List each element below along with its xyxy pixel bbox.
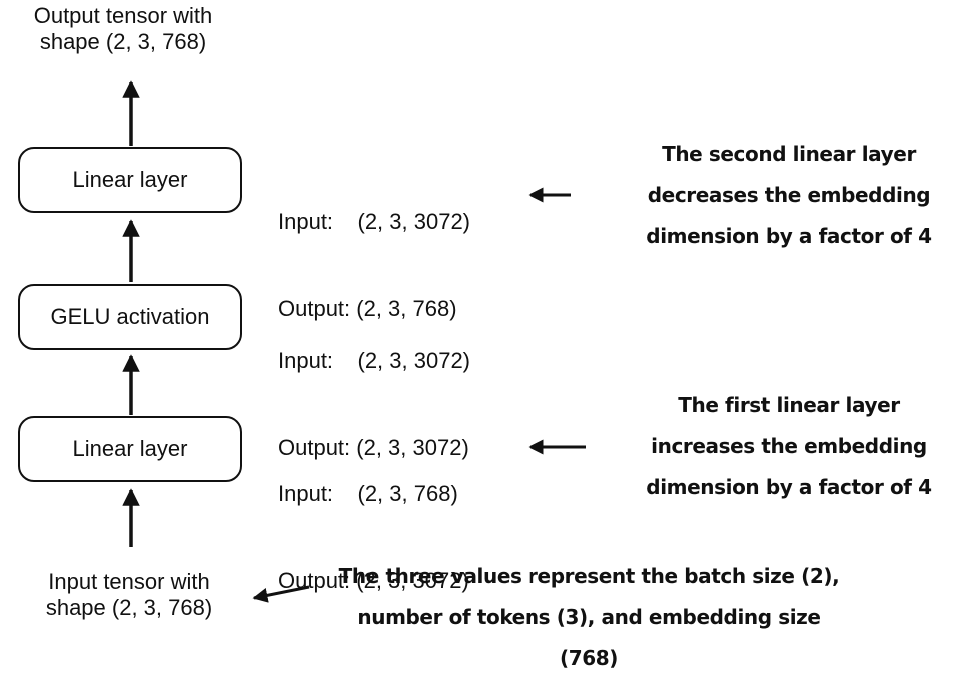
- annotation-input-values: The three values represent the batch siz…: [325, 556, 853, 677]
- linear-layer-top-box: Linear layer: [18, 147, 242, 213]
- linear-layer-top-label: Linear layer: [72, 167, 188, 192]
- linear-layer-top-shapes: Input: (2, 3, 3072) Output: (2, 3, 768): [278, 149, 470, 381]
- input-tensor-line1: Input tensor with: [48, 569, 210, 594]
- annotation-input-line3: (768): [559, 646, 619, 670]
- linear-layer-bottom-shapes: Input: (2, 3, 768) Output: (2, 3, 3072): [278, 421, 469, 653]
- linear-layer-bottom-input: Input: (2, 3, 768): [278, 481, 458, 506]
- annotation-first-linear-layer: The first linear layer increases the emb…: [630, 385, 948, 508]
- annotation-second-line2: decreases the embedding: [647, 183, 931, 207]
- gelu-output: Output: (2, 3, 3072): [278, 435, 469, 460]
- annotation-second-linear-layer: The second linear layer decreases the em…: [630, 134, 948, 257]
- annotation-second-line3: dimension by a factor of 4: [646, 224, 932, 248]
- arrow-annotation-input-values: [252, 585, 310, 603]
- annotation-first-line2: increases the embedding: [651, 434, 927, 458]
- annotation-first-line1: The first linear layer: [678, 393, 900, 417]
- annotation-first-line3: dimension by a factor of 4: [646, 475, 932, 499]
- gelu-activation-label: GELU activation: [50, 304, 210, 329]
- linear-layer-top-input: Input: (2, 3, 3072): [278, 209, 471, 234]
- linear-layer-bottom-box: Linear layer: [18, 416, 242, 482]
- annotation-second-line1: The second linear layer: [662, 142, 916, 166]
- linear-layer-top-output: Output: (2, 3, 768): [278, 296, 457, 321]
- annotation-input-line2: number of tokens (3), and embedding size: [357, 605, 821, 629]
- output-tensor-line1: Output tensor with: [33, 3, 213, 28]
- gelu-shapes: Input: (2, 3, 3072) Output: (2, 3, 3072): [278, 288, 470, 520]
- annotation-input-line1: The three values represent the batch siz…: [338, 564, 840, 588]
- output-tensor-line2: shape (2, 3, 768): [39, 29, 207, 54]
- gelu-input: Input: (2, 3, 3072): [278, 348, 471, 373]
- linear-layer-bottom-label: Linear layer: [72, 436, 188, 461]
- gelu-activation-box: GELU activation: [18, 284, 242, 350]
- input-tensor-label: Input tensor with shape (2, 3, 768): [15, 569, 243, 621]
- linear-layer-bottom-output: Output: (2, 3, 3072): [278, 568, 469, 593]
- input-tensor-line2: shape (2, 3, 768): [45, 595, 213, 620]
- output-tensor-label: Output tensor with shape (2, 3, 768): [8, 3, 238, 55]
